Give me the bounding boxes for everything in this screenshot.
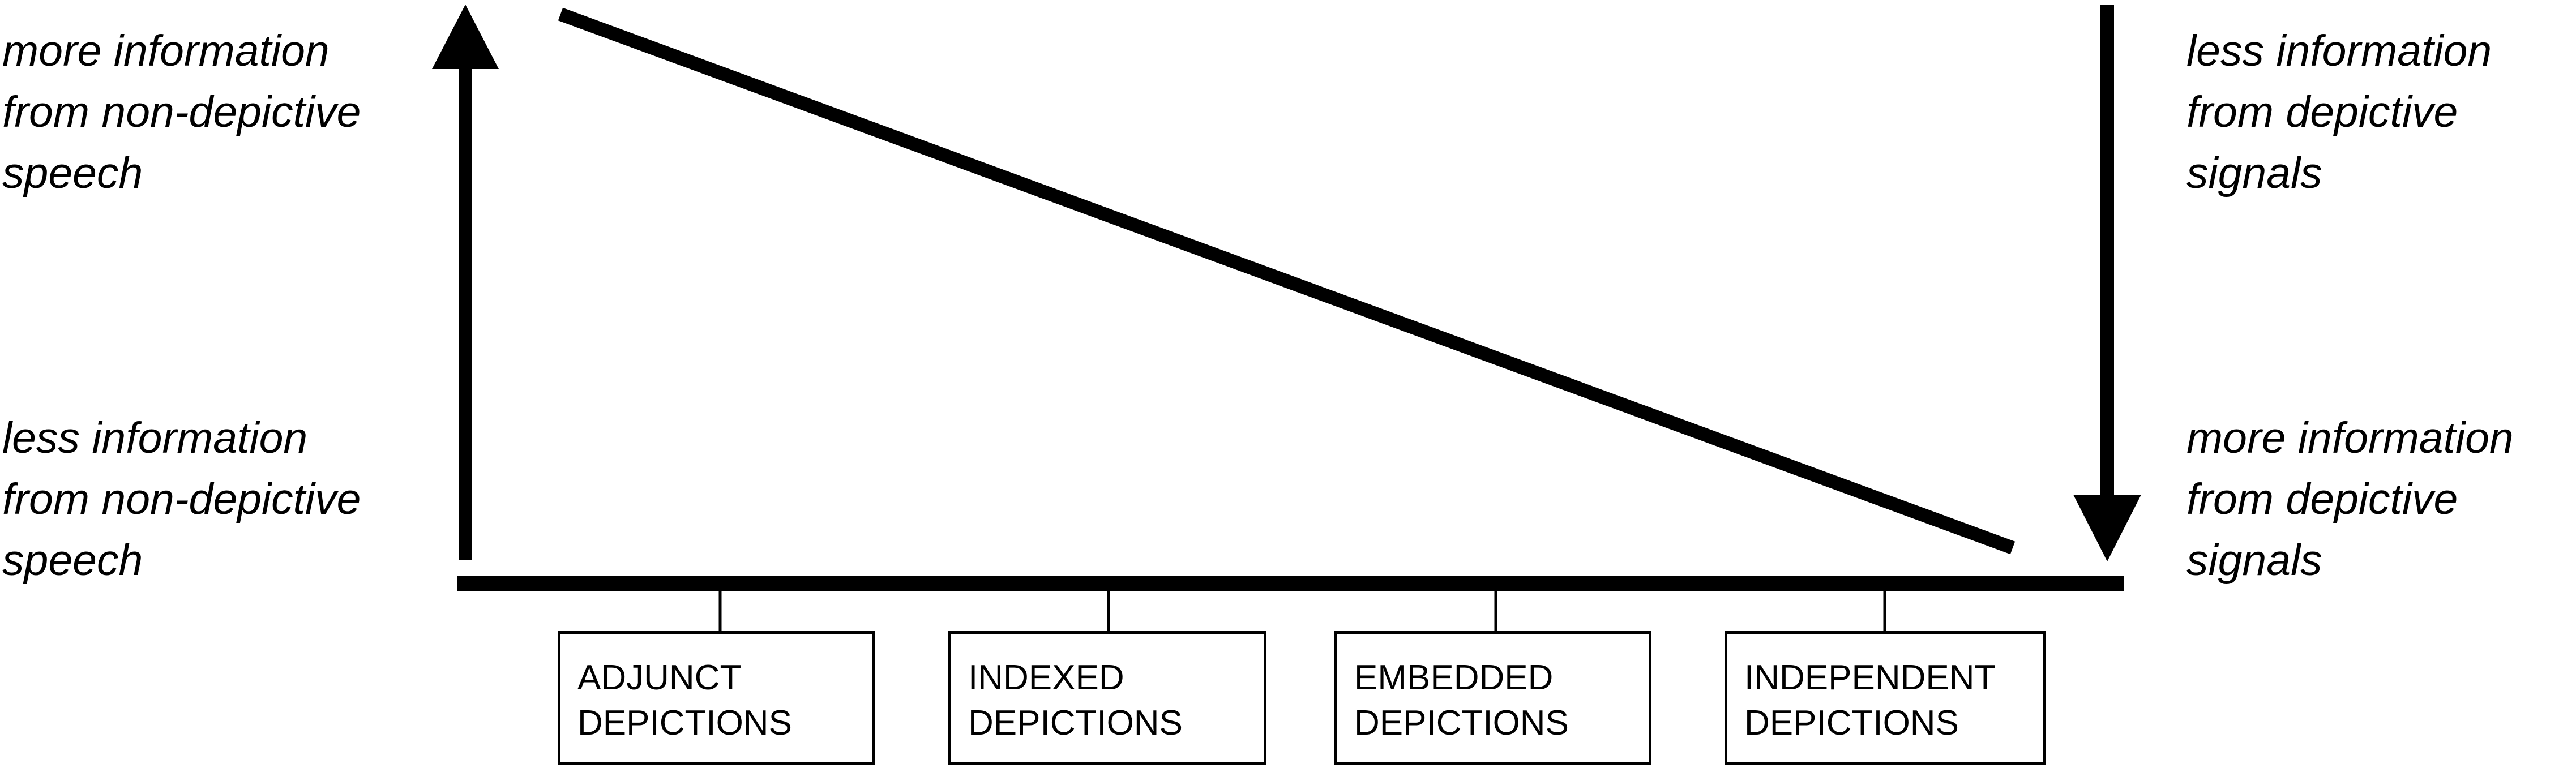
left-bottom-label: less information from non-depictive spee… [2, 407, 361, 591]
right-top-label: less information from depictive signals [2186, 20, 2492, 204]
category-label-line-1: ADJUNCT [577, 658, 742, 697]
category-label-line-1: INDEXED [968, 658, 1124, 697]
right-top-label-line-2: from depictive [2186, 88, 2458, 136]
diagonal-line [558, 7, 2016, 555]
up-arrow-head [432, 5, 499, 69]
category-label-line-1: EMBEDDED [1354, 658, 1554, 697]
left-top-label: more information from non-depictive spee… [2, 20, 361, 204]
right-top-label-line-1: less information [2186, 27, 2492, 75]
left-bottom-label-line-1: less information [2, 414, 308, 462]
right-bottom-label-line-2: from depictive [2186, 475, 2458, 524]
category-box-embedded: EMBEDDED DEPICTIONS [1334, 631, 1651, 765]
right-bottom-label-line-3: signals [2186, 536, 2322, 585]
left-bottom-label-line-3: speech [2, 536, 143, 585]
category-box-adjunct: ADJUNCT DEPICTIONS [558, 631, 875, 765]
down-arrow-head [2073, 495, 2141, 561]
right-top-label-line-3: signals [2186, 149, 2322, 198]
category-box-independent: INDEPENDENT DEPICTIONS [1725, 631, 2046, 765]
category-label-line-2: DEPICTIONS [1354, 703, 1569, 743]
left-top-label-line-3: speech [2, 149, 143, 198]
left-bottom-label-line-2: from non-depictive [2, 475, 361, 524]
right-bottom-label-line-1: more information [2186, 414, 2514, 462]
category-label-line-2: DEPICTIONS [577, 703, 792, 743]
category-label-line-2: DEPICTIONS [968, 703, 1183, 743]
category-label-line-1: INDEPENDENT [1744, 658, 1996, 697]
left-top-label-line-2: from non-depictive [2, 88, 361, 136]
category-label-line-2: DEPICTIONS [1744, 703, 1959, 743]
right-bottom-label: more information from depictive signals [2186, 407, 2514, 591]
left-top-label-line-1: more information [2, 27, 330, 75]
category-box-indexed: INDEXED DEPICTIONS [948, 631, 1266, 765]
